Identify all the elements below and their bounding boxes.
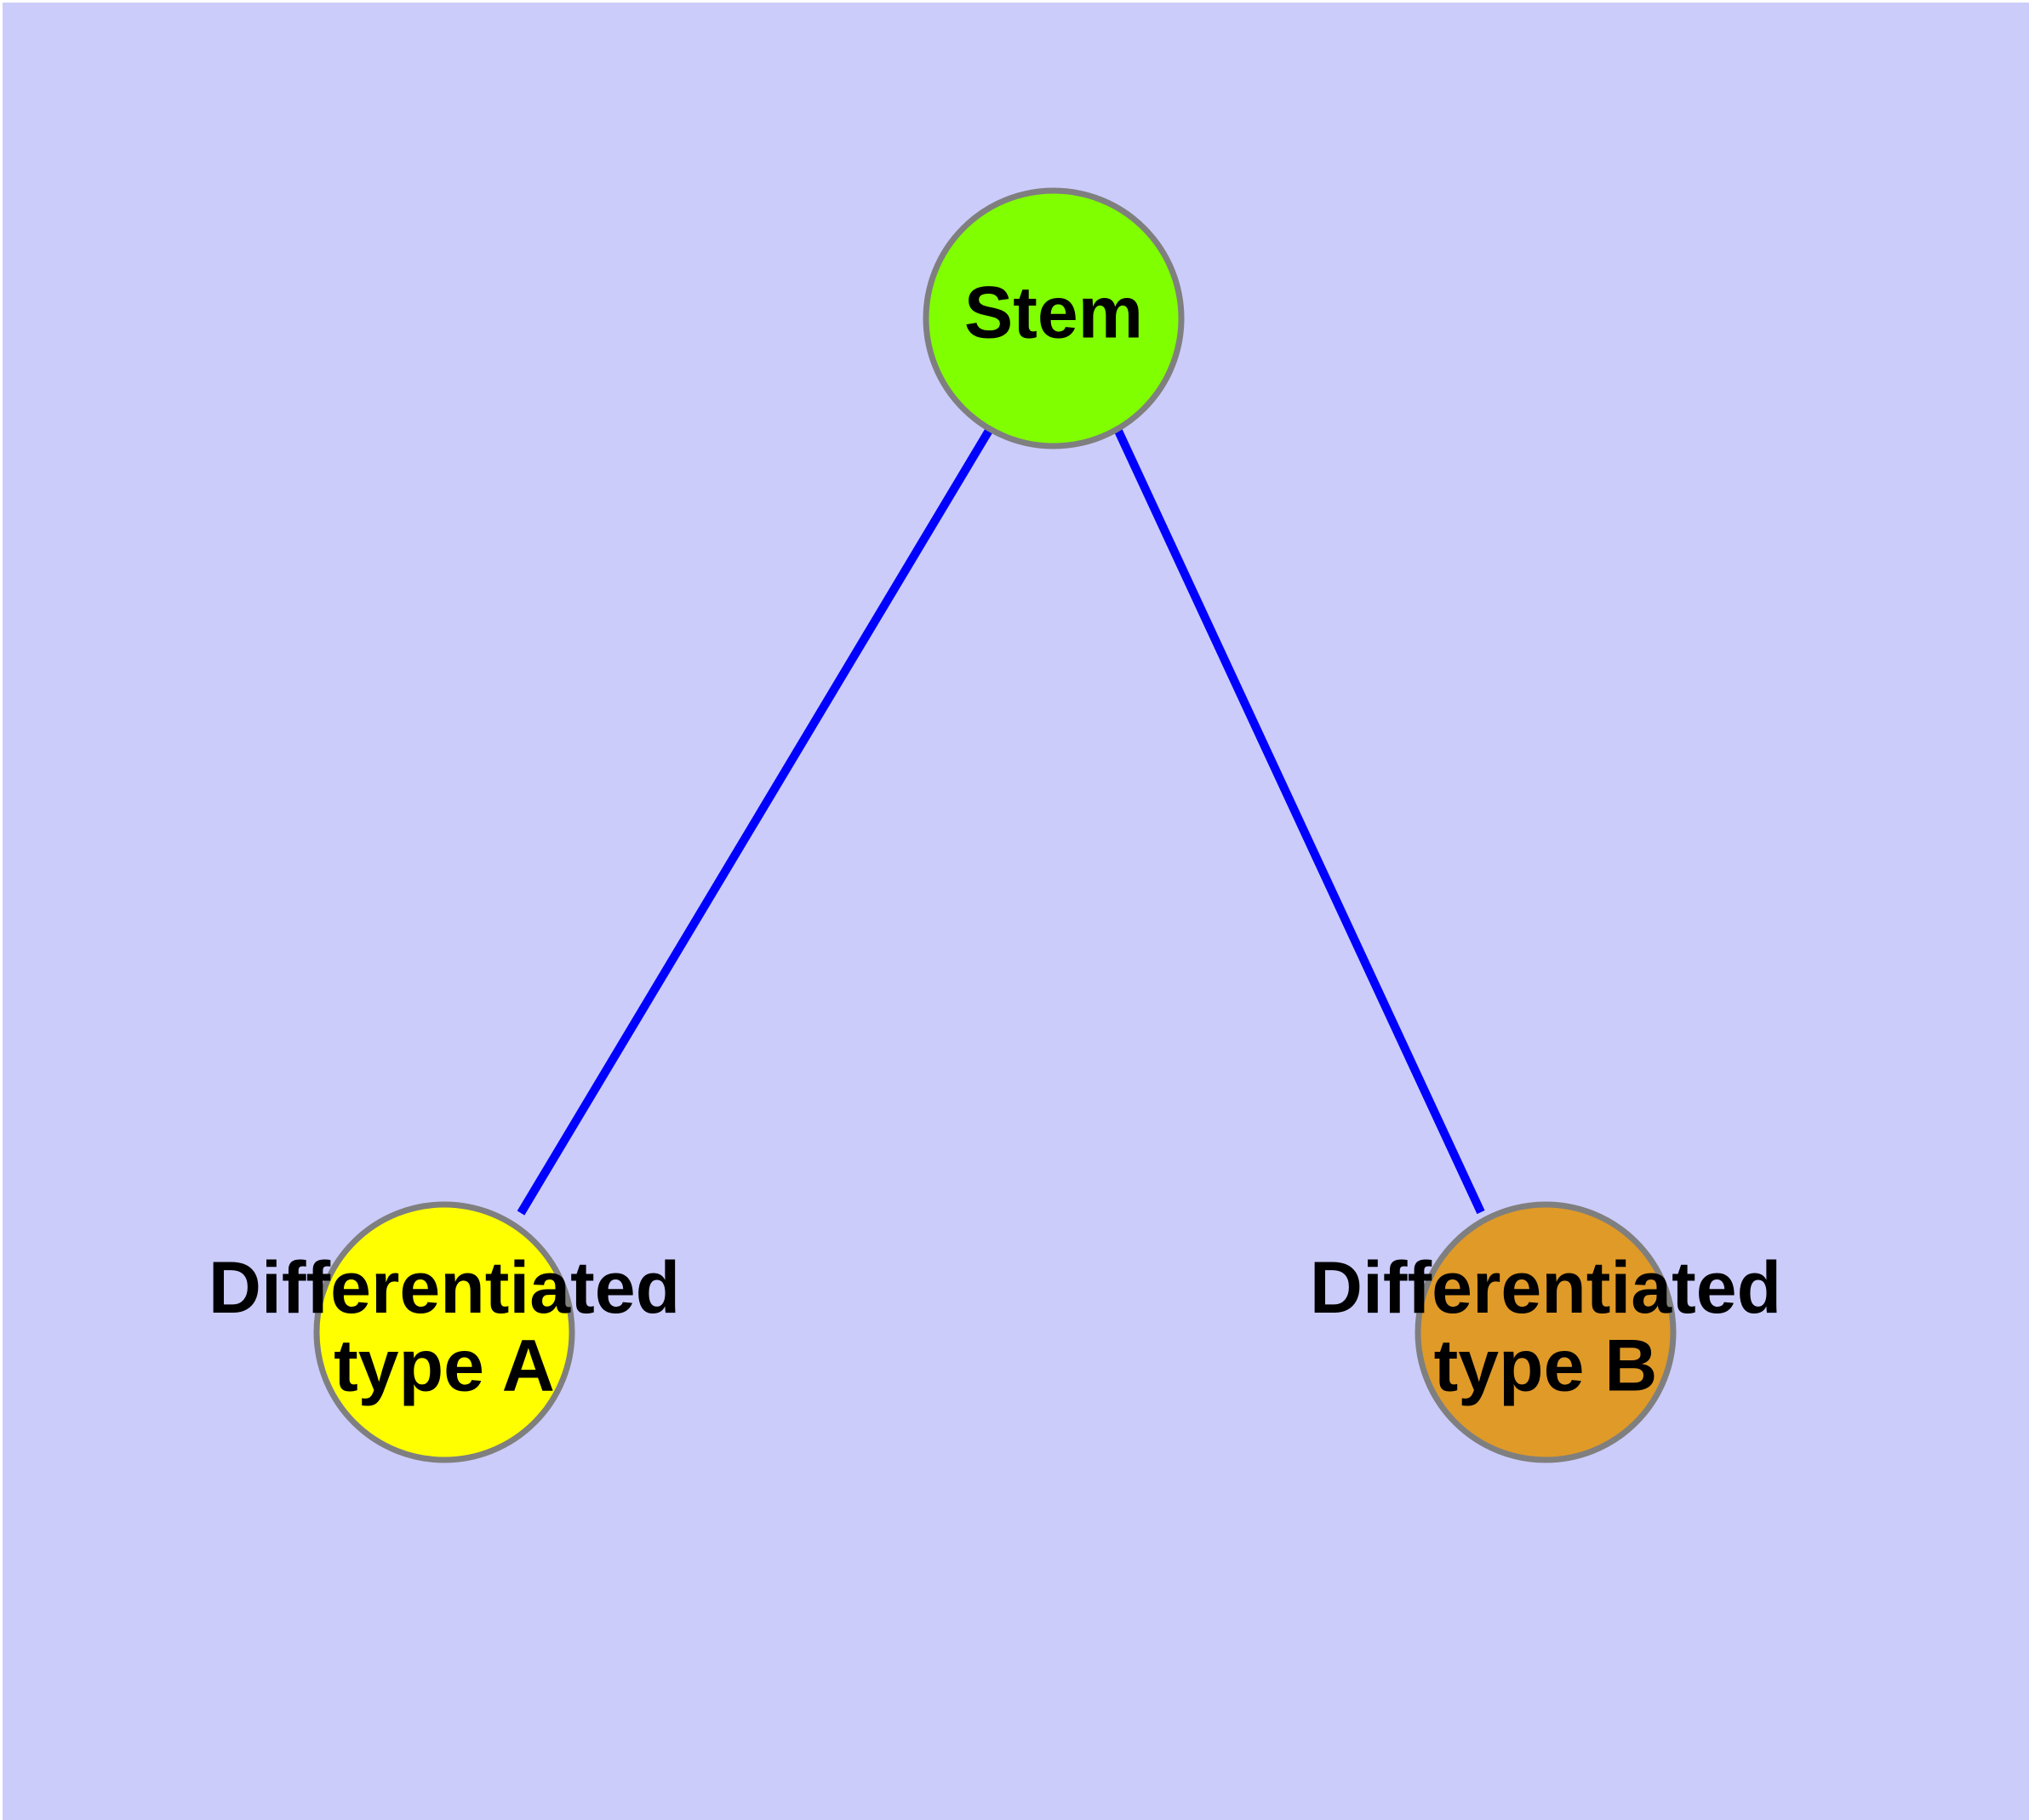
node-label-diff_a-line2: type A — [334, 1325, 555, 1406]
node-stem[interactable] — [923, 187, 1185, 449]
node-label-stem-line1: Stem — [964, 272, 1143, 354]
node-label-diff_b-line1: Differentiated — [1310, 1247, 1781, 1329]
nodes-layer — [313, 187, 1677, 1463]
edges-layer — [517, 426, 1485, 1216]
node-label-diff_b-line2: type B — [1434, 1325, 1658, 1406]
node-diff_a[interactable] — [313, 1201, 575, 1463]
edge-stem-to-a — [517, 426, 994, 1216]
edge-stem-to-b — [1113, 426, 1485, 1215]
node-label-diff_a-line1: Differentiated — [209, 1247, 680, 1329]
node-diff_b[interactable] — [1415, 1201, 1677, 1463]
